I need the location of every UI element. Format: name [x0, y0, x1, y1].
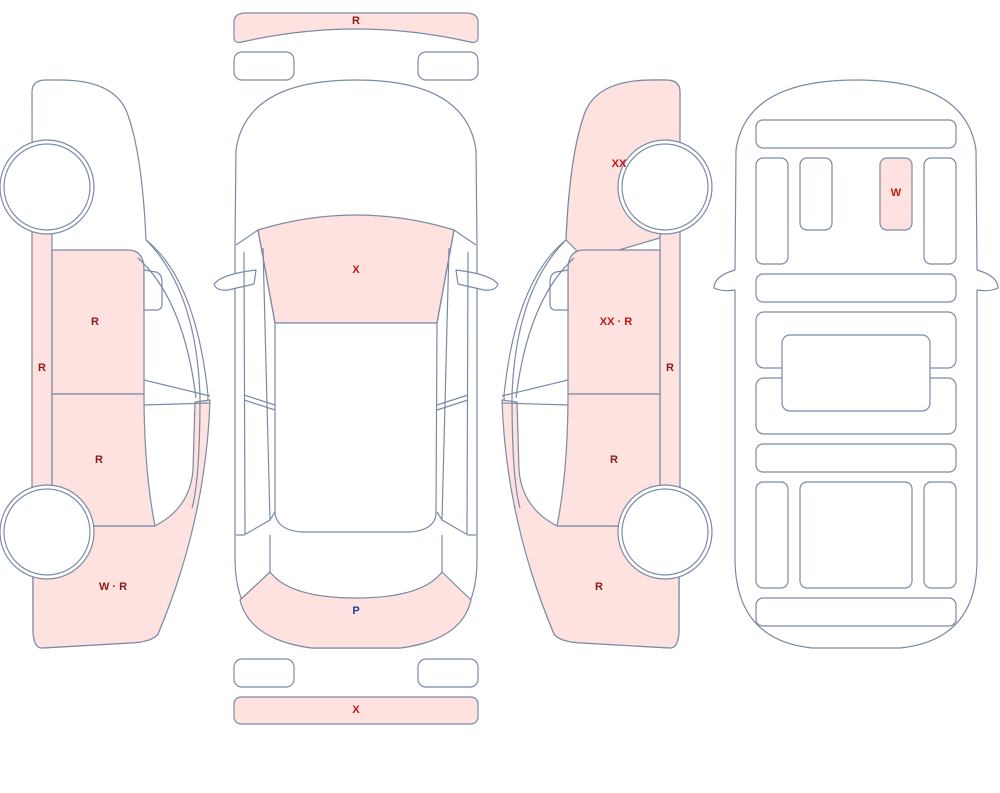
left-door-line-1	[143, 379, 211, 397]
top-left-side-lines	[235, 229, 276, 536]
right-front-wheel	[617, 139, 713, 235]
right-front-door[interactable]	[567, 249, 661, 395]
left-front-door-code: R	[91, 316, 99, 328]
left-front-wheel-rim	[3, 143, 91, 231]
right-door-line-1	[501, 379, 569, 397]
left-front-door[interactable]	[51, 249, 145, 395]
rear-bumper[interactable]	[233, 696, 479, 725]
left-rear-wheel-rim	[3, 488, 91, 576]
underbody-front-left-mount	[799, 157, 833, 231]
right-rear-wheel-rim	[621, 488, 709, 576]
left-side-view: R R R W · R	[0, 79, 211, 649]
left-glass-curve	[145, 239, 201, 509]
interior-panel-code: W	[891, 187, 902, 199]
right-glass-curve	[511, 239, 567, 509]
right-front-wheel-rim	[621, 143, 709, 231]
top-left-mirror	[213, 269, 257, 291]
right-mirror	[549, 269, 569, 311]
rear-bumper-code: X	[352, 704, 360, 716]
underbody-rear-panel	[755, 597, 957, 627]
right-rear-door-code: R	[610, 454, 618, 466]
left-front-wheel	[0, 139, 95, 235]
underbody-trunk-floor	[799, 481, 913, 589]
top-right-mirror	[455, 269, 499, 291]
right-rear-quarter-code: R	[595, 581, 603, 593]
left-a-pillar	[137, 257, 197, 399]
right-rear-wheel	[617, 484, 713, 580]
top-right-side-lines	[436, 229, 477, 536]
underbody-tunnel	[781, 334, 931, 412]
trunk-lid-code: P	[352, 605, 359, 617]
left-rear-quarter-code: W · R	[99, 581, 127, 593]
front-left-headlight	[233, 51, 295, 81]
left-door-line-2	[143, 402, 211, 406]
interior-panel[interactable]	[879, 157, 913, 231]
trunk-lid[interactable]	[239, 571, 472, 649]
right-front-door-code: XX · R	[600, 316, 632, 328]
left-rear-door-code: R	[95, 454, 103, 466]
underbody-front-left-rail	[755, 157, 789, 265]
roof-glass	[274, 322, 438, 533]
hood[interactable]	[257, 214, 455, 324]
underbody-front-crossmember	[755, 119, 957, 149]
front-bumper-code: R	[352, 15, 360, 27]
left-rocker-code: R	[38, 362, 46, 374]
rear-right-taillight	[417, 658, 479, 688]
hood-code: X	[352, 264, 360, 276]
right-front-fender-code: XX	[612, 158, 627, 170]
left-mirror	[143, 269, 163, 311]
right-door-line-2	[501, 402, 569, 406]
underbody-front-right-rail	[923, 157, 957, 265]
left-rear-quarter-panel[interactable]	[32, 399, 211, 649]
right-a-pillar	[515, 257, 575, 399]
underbody-rear-crossmember	[755, 443, 957, 473]
left-rocker-panel[interactable]	[31, 231, 53, 529]
front-right-headlight	[417, 51, 479, 81]
underbody-firewall	[755, 273, 957, 303]
right-rear-quarter-panel[interactable]	[501, 399, 680, 649]
underbody-rear-left-rail	[755, 481, 789, 589]
right-side-view: XX XX · R R R R	[501, 79, 713, 649]
left-rear-wheel	[0, 484, 95, 580]
underbody-rear-right-rail	[923, 481, 957, 589]
right-rocker-panel[interactable]	[659, 231, 681, 529]
front-bumper[interactable]	[233, 12, 479, 44]
right-rocker-code: R	[666, 362, 674, 374]
underbody-view: W	[713, 79, 999, 649]
rear-window-lines	[269, 535, 443, 572]
rear-left-taillight	[233, 658, 295, 688]
top-view: R X P X	[213, 12, 499, 725]
